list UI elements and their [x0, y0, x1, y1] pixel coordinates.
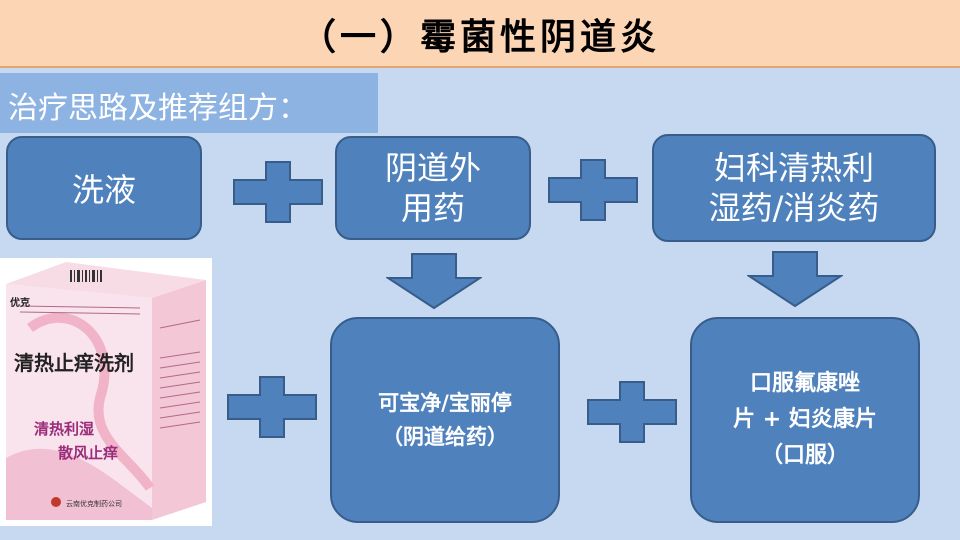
kebaojing-box: 可宝净/宝丽停 （阴道给药）: [330, 317, 560, 523]
kebaojing-label: 可宝净/宝丽停 （阴道给药）: [378, 391, 512, 449]
gynecology-medicine-box: 妇科清热利 湿药/消炎药: [652, 134, 936, 242]
vaginal-medicine-box: 阴道外 用药: [335, 136, 531, 240]
wash-liquid-label: 洗液: [71, 171, 136, 209]
vaginal-medicine-label: 阴道外 用药: [384, 149, 481, 227]
down-arrow-icon: [386, 253, 482, 310]
product-name: 清热止痒洗剂: [14, 351, 134, 375]
gynecology-medicine-label: 妇科清热利 湿药/消炎药: [708, 149, 880, 227]
subtitle-banner: 治疗思路及推荐组方：: [0, 73, 378, 133]
product-line1: 清热利湿: [34, 420, 94, 438]
plus-icon: [227, 376, 317, 438]
down-arrow-icon: [747, 251, 843, 308]
product-line2: 散风止痒: [58, 444, 118, 462]
product-box-image: 优克 清热止痒洗剂 清热利湿 散风止痒 云南优克制药公司: [0, 258, 212, 526]
product-brand: 优克: [10, 296, 30, 309]
plus-icon: [587, 381, 677, 443]
wash-liquid-box: 洗液: [6, 136, 202, 240]
subtitle-text: 治疗思路及推荐组方：: [8, 91, 308, 126]
title-bar: （一）霉菌性阴道炎: [0, 0, 960, 68]
plus-icon: [233, 161, 323, 223]
plus-icon: [548, 159, 638, 221]
oral-medicine-box: 口服氟康唑 片 + 妇炎康片 （口服）: [690, 317, 920, 523]
slide-title: （一）霉菌性阴道炎: [299, 16, 660, 58]
oral-medicine-label: 口服氟康唑 片 + 妇炎康片 （口服）: [733, 371, 877, 468]
product-maker: 云南优克制药公司: [66, 499, 122, 508]
